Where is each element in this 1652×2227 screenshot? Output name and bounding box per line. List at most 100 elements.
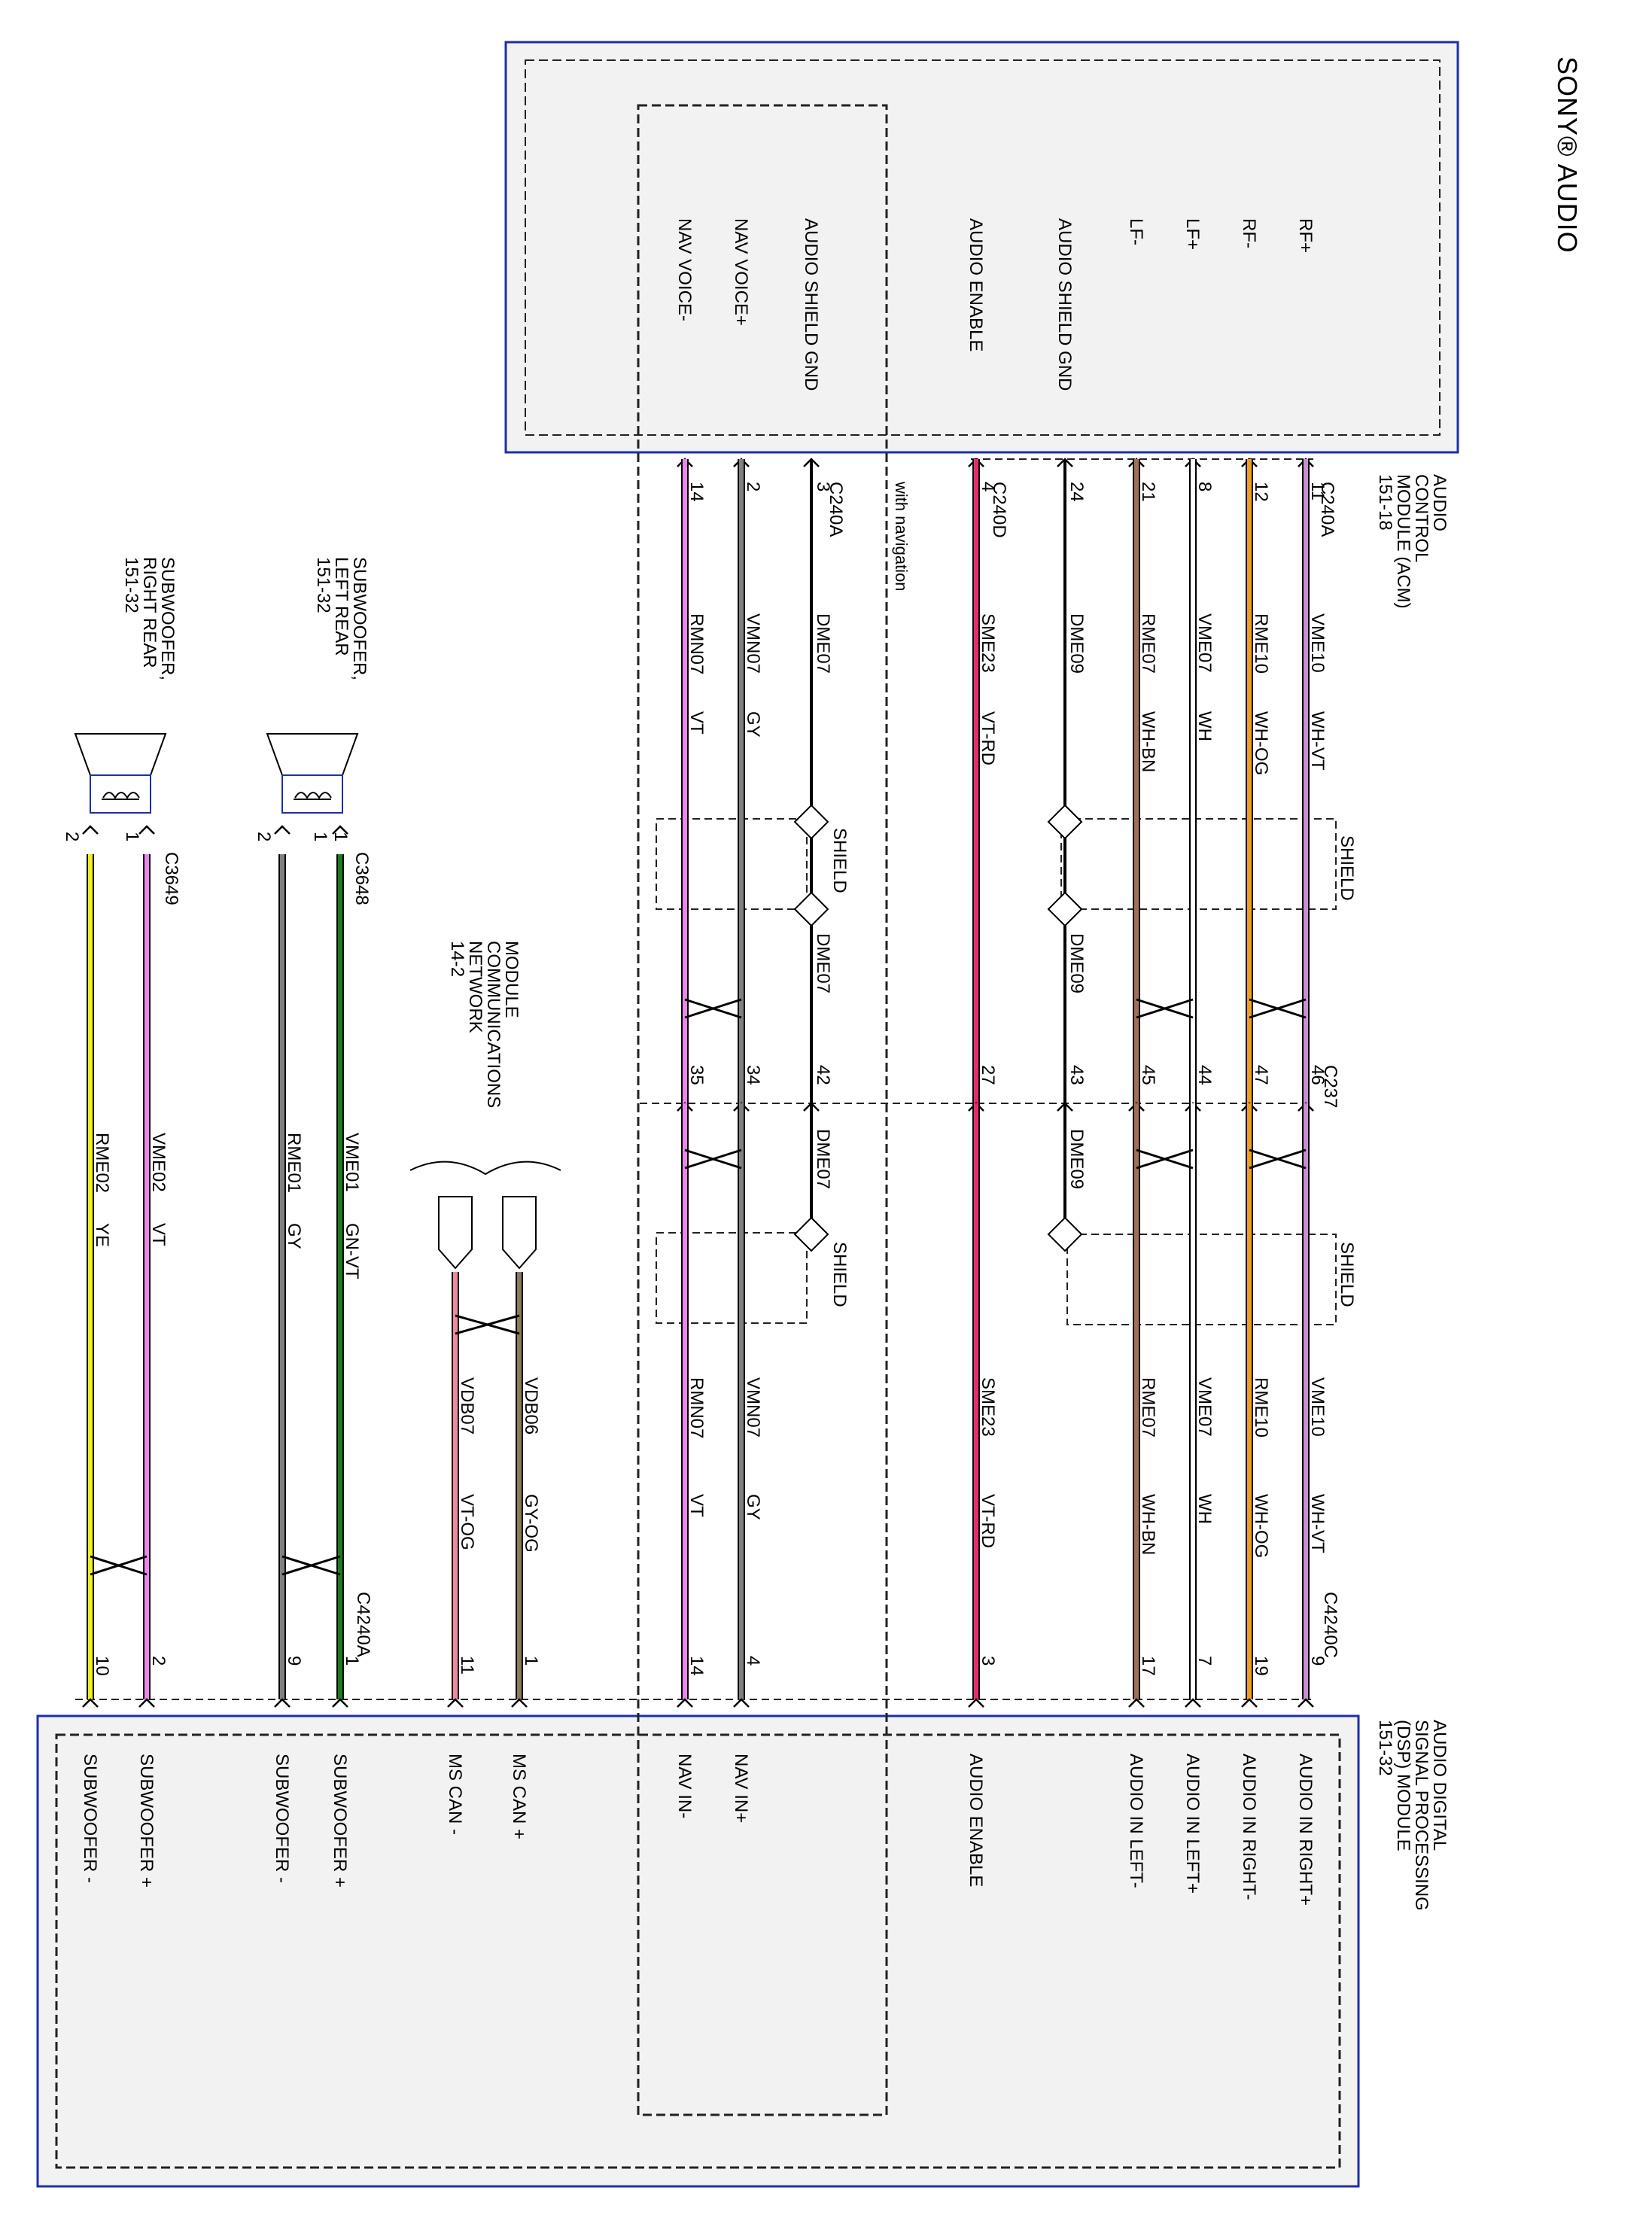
shield-diamond [1047,1216,1083,1252]
acm-pin-number: 11 [1307,482,1328,500]
dsp-pin-arrow [968,1698,984,1708]
acm-pin-number: 14 [686,482,707,502]
sub-color-label: GY [284,1223,304,1249]
wire-color-label: VT-RD [978,711,998,765]
svg-text:AUDIO: AUDIO [1429,474,1450,531]
sub-color-label: VT [148,1223,169,1246]
dsp-pin-arrow [1298,1698,1314,1708]
dsp-pin-arrow [1128,1698,1145,1708]
wire-color-label: VT [686,711,707,735]
svg-text:151-32: 151-32 [313,557,333,613]
c237-pin-number: 27 [978,1065,998,1085]
shield-diamond [1047,891,1083,927]
wire-color-label: GY [743,1494,763,1520]
navigation-option-region [637,104,888,2116]
c237-pin-number: 46 [1307,1065,1328,1085]
left-subwoofer-icon [266,733,359,814]
dsp-pin-label: SUBWOOFER - [80,1754,100,1883]
wire-circuit-label: DME07 [813,1129,833,1189]
c237-pin-number: 47 [1251,1065,1271,1085]
svg-text:SHIELD: SHIELD [1337,835,1357,901]
wire-color-label: WH [1194,1494,1215,1524]
dsp-pin-arrow [447,1698,464,1708]
acm-pin-number: 4 [978,482,998,491]
acm-pin-label: RF- [1239,218,1259,248]
wire-color-label: WH-OG [1251,1494,1271,1558]
left-sub-connector-label: C3648 [351,852,372,905]
acm-pin-number: 3 [813,482,833,491]
shield-box-upper-nav: SHIELD [656,818,850,910]
acm-pin-number: 24 [1066,482,1087,502]
c237-pin-number: 34 [743,1065,763,1085]
c237-connector-label: C237 [1320,1065,1340,1108]
twisted-pair-marker [684,998,742,1019]
wire-circuit-label: RMN07 [686,1377,707,1438]
right-sub-pin-c: 2 [62,832,82,841]
speaker-pin-arrow [274,825,291,835]
acm-pin-label: AUDIO SHIELD GND [801,218,821,391]
twisted-pair-marker [455,1314,520,1335]
dsp-pin-number: 1 [521,1656,541,1666]
acm-pin-number: 21 [1138,482,1158,502]
acm-pin-label: NAV VOICE+ [731,218,751,326]
left-sub-pin-c: 2 [254,832,274,841]
page-title: SONY® AUDIO [1552,56,1583,254]
twisted-pair-marker [684,1148,742,1170]
c237-pin-number: 45 [1138,1065,1158,1085]
svg-text:151-32: 151-32 [121,557,141,613]
can-circuit-label: VDB06 [521,1377,541,1434]
dsp-pin-number: 1 [342,1656,362,1666]
svg-text:(DSP) MODULE: (DSP) MODULE [1393,1720,1413,1851]
svg-text:14-2: 14-2 [447,941,467,977]
svg-text:SUBWOOFER,: SUBWOOFER, [349,557,370,680]
wire-circuit-label: RME07 [1138,613,1158,674]
wire-color-label: VT-RD [978,1494,998,1548]
acm-pin-label: NAV VOICE- [674,218,695,321]
twisted-pair-marker [281,1555,341,1576]
dsp-pin-arrow [332,1698,348,1708]
twisted-pair-marker [1136,1148,1194,1170]
wire-circuit-label: SME23 [978,613,998,673]
left-sub-name: SUBWOOFER, LEFT REAR 151-32 [313,557,370,680]
network-name: MODULE COMMUNICATIONS NETWORK 14-2 [447,941,522,1108]
acm-module-box [504,41,1459,454]
dsp-pin-label: AUDIO IN RIGHT- [1239,1754,1259,1900]
dsp-pin-arrow [1241,1698,1258,1708]
svg-text:CONTROL: CONTROL [1411,474,1431,562]
dsp-pin-label: SUBWOOFER + [330,1754,350,1888]
svg-text:RIGHT REAR: RIGHT REAR [139,557,160,668]
sub-circuit-label: VME01 [342,1133,362,1192]
wire-circuit-label: SME23 [978,1377,998,1437]
dsp-pin-label: MS CAN + [509,1754,529,1839]
wire-circuit-label: VME07 [1194,1377,1215,1437]
dsp-pin-label: AUDIO ENABLE [966,1754,986,1887]
dsp-pin-number: 3 [978,1656,998,1666]
acm-pin-number: 8 [1194,482,1215,491]
wire-circuit-label: VME07 [1194,613,1215,673]
svg-text:SUBWOOFER,: SUBWOOFER, [157,557,178,680]
svg-text:SHIELD: SHIELD [829,828,850,893]
dsp-pin-number: 11 [457,1656,477,1675]
dsp-name: AUDIO DIGITAL SIGNAL PROCESSING (DSP) MO… [1375,1720,1450,1911]
dsp-pin-label: SUBWOOFER + [136,1754,157,1888]
wire-circuit-label: RME10 [1251,1377,1271,1438]
wire-color-label: WH-BN [1138,711,1158,772]
svg-text:COMMUNICATIONS: COMMUNICATIONS [483,941,504,1108]
twisted-pair-marker [90,1555,148,1576]
acm-pin-number: 12 [1251,482,1271,502]
dsp-pin-number: 9 [284,1656,304,1666]
acm-pin-label: RF+ [1295,218,1316,253]
wire-circuit-label: DME09 [1066,1129,1087,1189]
dsp-pin-label: NAV IN+ [731,1754,751,1823]
dsp-pin-arrow [274,1698,291,1708]
wire-circuit-label: VMN07 [743,613,763,674]
right-sub-pin-a: 1 [122,832,142,841]
dsp-pin-number: 9 [1307,1656,1328,1666]
dsp-pin-number: 19 [1251,1656,1271,1676]
svg-text:NETWORK: NETWORK [465,941,485,1033]
wire-color-label: WH [1194,711,1215,741]
sub-circuit-label: RME02 [92,1133,112,1193]
speaker-pin-arrow [138,825,155,835]
wire-circuit-label: RMN07 [686,613,707,674]
